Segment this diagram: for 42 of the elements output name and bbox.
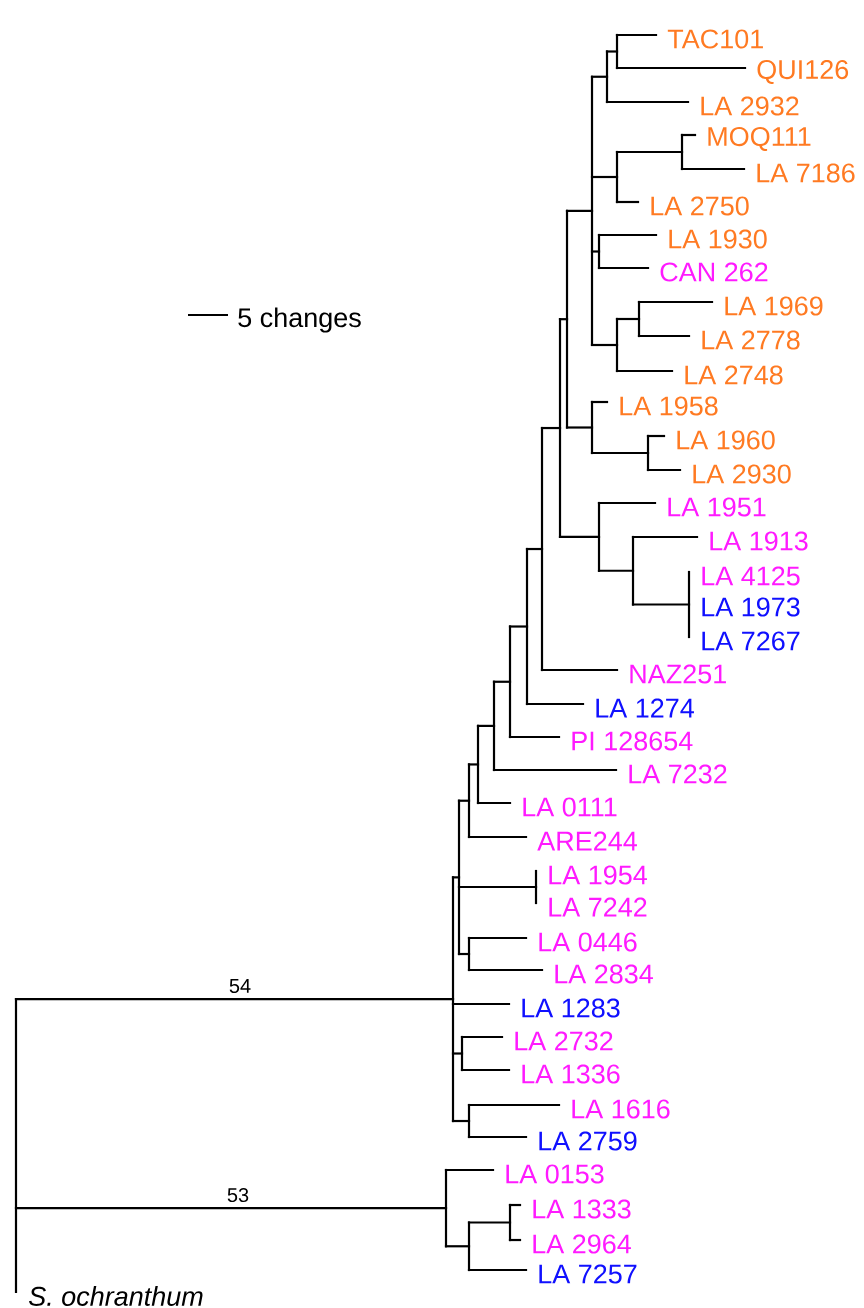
taxon-label: LA 0111 <box>523 797 617 817</box>
taxon-label: LA 7267 <box>702 631 800 651</box>
taxon-label: LA 2759 <box>539 1131 637 1151</box>
taxon-label: LA 2750 <box>651 196 749 216</box>
taxon-label: LA 2778 <box>702 330 800 350</box>
taxon-label: LA 2732 <box>515 1031 613 1051</box>
taxon-label: LA 2964 <box>533 1234 631 1254</box>
taxon-label: LA 7242 <box>549 897 647 917</box>
taxon-label: LA 1616 <box>572 1099 670 1119</box>
taxon-label: NAZ251 <box>630 664 726 684</box>
taxon-label: CAN 262 <box>660 262 768 282</box>
taxon-label: LA 1958 <box>620 396 718 416</box>
taxon-label: LA 1336 <box>522 1064 620 1084</box>
taxon-label: TAC101 <box>667 29 763 49</box>
taxon-label: ARE244 <box>537 831 637 851</box>
bootstrap-value: 54 <box>229 979 251 993</box>
taxon-label: LA 1969 <box>725 296 823 316</box>
outgroup-label: S. ochranthum <box>28 1286 203 1306</box>
scale-label: 5 changes <box>238 307 361 333</box>
taxon-label: LA 1930 <box>669 229 767 249</box>
taxon-label: LA 1973 <box>702 597 800 617</box>
taxon-label: LA 4125 <box>702 566 800 586</box>
taxon-label: LA 7257 <box>539 1264 637 1284</box>
taxon-label: LA 1333 <box>533 1199 631 1219</box>
taxon-label: LA 7232 <box>629 764 727 784</box>
taxon-label: QUI126 <box>757 60 849 84</box>
taxon-label: PI 128654 <box>572 731 693 751</box>
taxon-label: LA 2930 <box>693 464 791 484</box>
taxon-label: LA 1960 <box>677 430 775 450</box>
taxon-label: LA 1913 <box>710 531 808 551</box>
taxon-label: LA 2834 <box>555 964 653 984</box>
taxon-label: LA 1954 <box>549 865 647 885</box>
taxon-label: LA 1283 <box>522 998 620 1018</box>
taxon-label: LA 2748 <box>685 365 783 385</box>
taxon-label: LA 1951 <box>668 497 766 517</box>
taxon-label: LA 0153 <box>506 1164 604 1184</box>
bootstrap-value: 53 <box>227 1187 249 1203</box>
taxon-label: MOQ111 <box>708 127 811 151</box>
taxon-label: LA 0446 <box>539 932 637 952</box>
taxon-label: LA 7186 <box>757 163 855 183</box>
taxon-label: LA 2932 <box>701 96 799 116</box>
taxon-label: LA 1274 <box>596 698 694 718</box>
